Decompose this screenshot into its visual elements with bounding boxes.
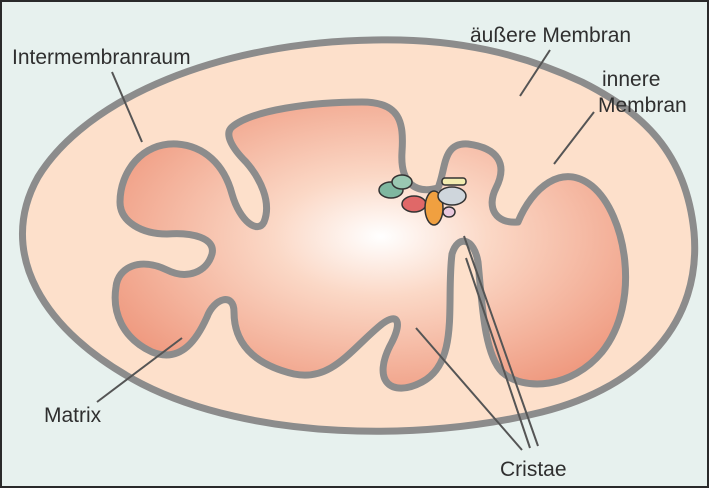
label-intermembrane-space: Intermembranraum <box>12 46 191 69</box>
label-cristae: Cristae <box>500 458 567 481</box>
protein-complex-pink <box>443 207 455 217</box>
protein-complex-grey <box>438 187 466 205</box>
label-inner-membrane-line2: Membran <box>598 94 687 117</box>
protein-complex-yellow <box>442 178 466 185</box>
protein-complex-red <box>402 196 426 212</box>
label-outer-membrane: äußere Membran <box>470 24 631 47</box>
label-inner-membrane-line1: innere <box>602 68 660 91</box>
protein-complex-green-2 <box>392 175 412 189</box>
label-matrix: Matrix <box>44 404 102 427</box>
